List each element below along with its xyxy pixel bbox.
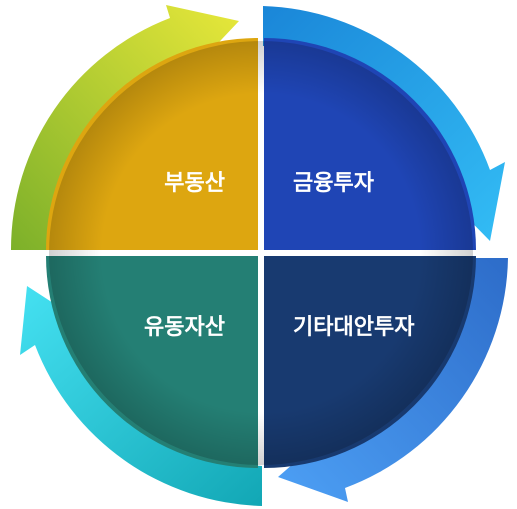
arrow-bottom-right — [278, 258, 508, 502]
arrow-top-left — [10, 5, 240, 250]
label-alternative-investment: 기타대안투자 — [293, 315, 415, 340]
label-financial-investment: 금융투자 — [293, 171, 375, 196]
quadrant-shading — [49, 41, 473, 465]
label-real-estate: 부동산 — [164, 171, 225, 196]
arrow-bottom-left — [20, 286, 262, 506]
arrow-top-right — [263, 6, 505, 241]
label-liquid-assets: 유동자산 — [144, 315, 225, 340]
